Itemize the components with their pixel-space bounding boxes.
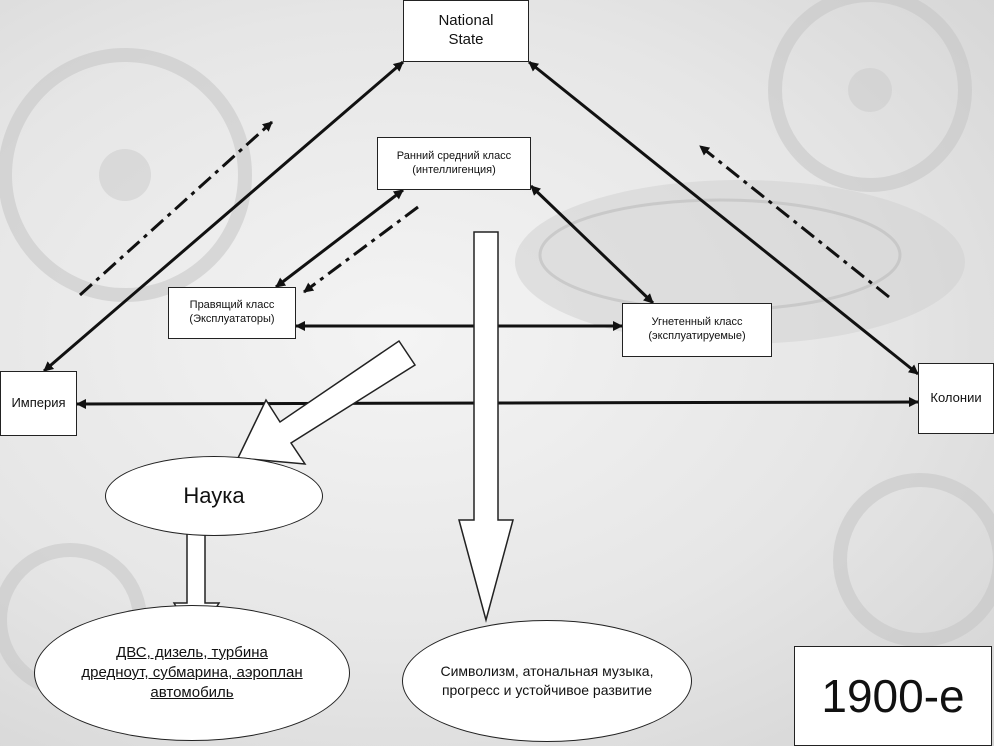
science-label: Наука bbox=[183, 483, 245, 508]
node-label: Угнетенный класс bbox=[651, 316, 743, 329]
node-label: Колонии bbox=[930, 390, 982, 406]
link-middle-oppressed bbox=[529, 184, 655, 305]
influence-arrow-colonies-up bbox=[699, 144, 890, 299]
node-ruling-class: Правящий класс (Эксплуататоры) bbox=[168, 287, 296, 339]
node-label: National bbox=[438, 12, 494, 30]
technologies-line: ДВС, дизель, турбина bbox=[116, 643, 268, 661]
ellipse-technologies: ДВС, дизель, турбина дредноут, субмарина… bbox=[34, 605, 350, 741]
link-middle-ruling bbox=[275, 188, 404, 289]
node-empire: Империя bbox=[0, 371, 77, 436]
culture-line: прогресс и устойчивое развитие bbox=[441, 682, 653, 698]
technologies-line: автомобиль bbox=[150, 684, 234, 702]
node-colonies: Колонии bbox=[918, 363, 994, 434]
node-label: Ранний средний класс bbox=[396, 149, 512, 162]
node-oppressed-class: Угнетенный класс (эксплуатируемые) bbox=[622, 303, 772, 357]
node-label: State bbox=[448, 31, 484, 48]
node-label: (эксплуатируемые) bbox=[648, 330, 746, 342]
node-label: (интеллигенция) bbox=[412, 163, 496, 176]
link-national-state-colonies bbox=[528, 60, 919, 376]
flow-arrow-middle-to-culture bbox=[458, 231, 514, 623]
ellipse-culture: Символизм, атональная музыка, прогресс и… bbox=[402, 620, 692, 742]
influence-arrow-middle-ruling bbox=[303, 205, 419, 294]
technologies-line: дредноут, субмарина, аэроплан bbox=[81, 663, 303, 681]
node-label: (Эксплуататоры) bbox=[189, 313, 275, 325]
ellipse-science: Наука bbox=[105, 456, 323, 536]
background-gear-bottom-right bbox=[833, 473, 994, 647]
node-national-state: National State bbox=[403, 0, 529, 62]
period-label: 1900-е bbox=[794, 646, 992, 746]
flow-arrow-ruling-to-science bbox=[236, 339, 417, 465]
influence-arrow-empire-up bbox=[78, 120, 274, 297]
node-label: Империя bbox=[11, 395, 66, 411]
culture-line: Символизм, атональная музыка, bbox=[440, 663, 654, 680]
node-label: Правящий класс bbox=[189, 299, 275, 312]
node-early-middle-class: Ранний средний класс (интеллигенция) bbox=[377, 137, 531, 190]
link-empire-national-state bbox=[43, 60, 404, 373]
